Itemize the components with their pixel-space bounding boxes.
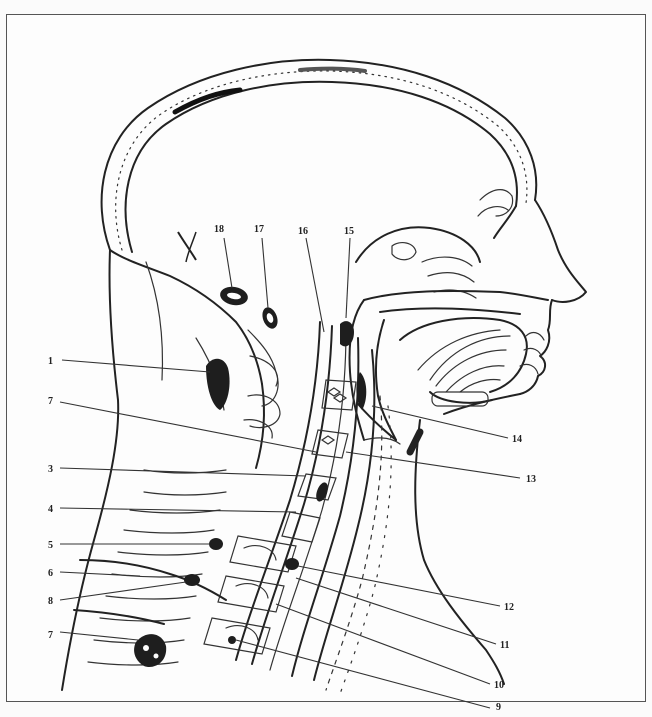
label-15: 15 — [344, 226, 354, 237]
label-1: 1 — [48, 356, 53, 367]
label-3: 3 — [48, 464, 53, 475]
nasal-cavity — [356, 227, 548, 314]
label-6: 6 — [48, 568, 53, 579]
label-11: 11 — [500, 640, 509, 651]
skull-vault — [102, 60, 537, 252]
label-7b: 7 — [48, 630, 53, 641]
label-10: 10 — [494, 680, 504, 691]
label-16: 16 — [298, 226, 308, 237]
label-17: 17 — [254, 224, 264, 235]
label-13: 13 — [526, 474, 536, 485]
label-5: 5 — [48, 540, 53, 551]
label-9: 9 — [496, 702, 501, 713]
label-8: 8 — [48, 596, 53, 607]
label-18: 18 — [214, 224, 224, 235]
label-14: 14 — [512, 434, 522, 445]
label-7a: 7 — [48, 396, 53, 407]
callout-labels: 1 7 3 4 5 6 8 7 18 17 16 15 14 13 12 11 … — [48, 224, 536, 713]
label-12: 12 — [504, 602, 514, 613]
label-4: 4 — [48, 504, 53, 515]
